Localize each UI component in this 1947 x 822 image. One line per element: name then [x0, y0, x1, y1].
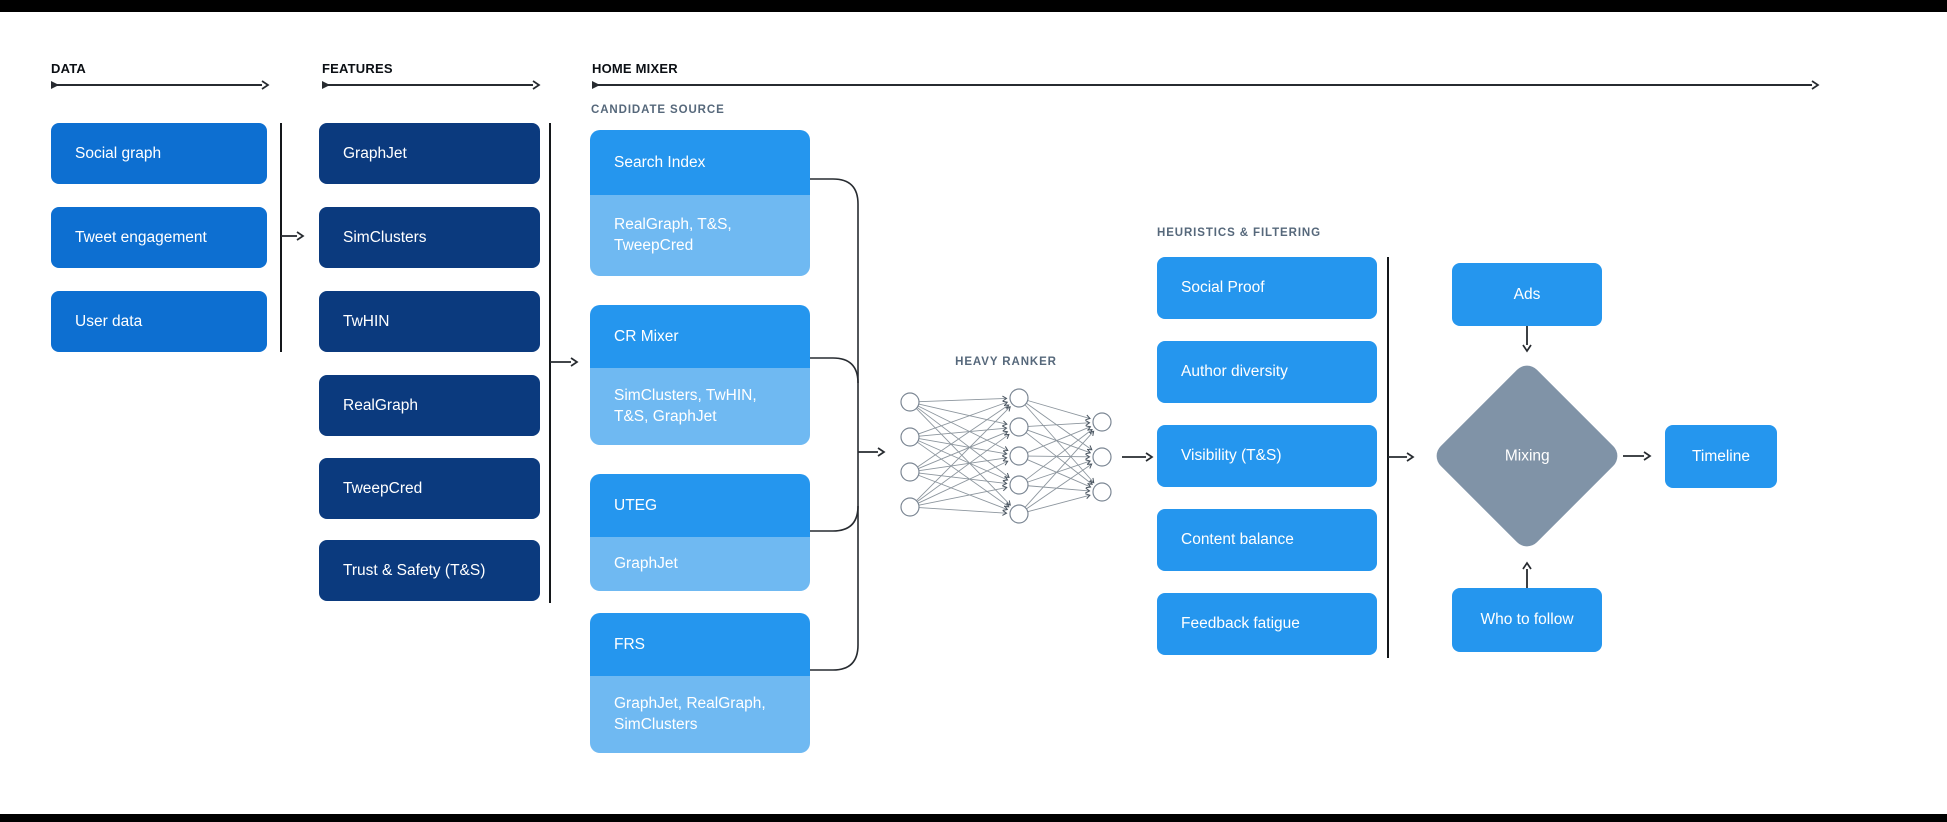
network-node — [900, 427, 920, 447]
heavy-ranker-network — [900, 388, 1112, 524]
data-section-label: DATA — [51, 61, 86, 76]
network-edge — [1027, 425, 1092, 454]
network-edge — [917, 404, 1010, 468]
features-box-graphjet: GraphJet — [319, 123, 540, 184]
network-node — [1092, 412, 1112, 432]
heavy-ranker-label: HEAVY RANKER — [955, 356, 1057, 368]
network-edge — [916, 433, 1010, 503]
network-edge — [918, 395, 1008, 403]
network-node — [1009, 446, 1029, 466]
network-edge — [1027, 459, 1092, 483]
network-edge — [1027, 420, 1091, 427]
heuristics-label: HEURISTICS & FILTERING — [1157, 227, 1321, 239]
top-black-bar — [0, 0, 1947, 12]
network-node — [900, 462, 920, 482]
network-edge — [1027, 400, 1091, 421]
features-box-simclusters: SimClusters — [319, 207, 540, 268]
network-edge — [1027, 485, 1091, 494]
heuristics-box-author-diversity: Author diversity — [1157, 341, 1377, 403]
network-edge — [917, 460, 1009, 504]
candidate-inputs: RealGraph, T&S, TweepCred — [590, 195, 810, 276]
network-node — [900, 392, 920, 412]
network-node — [1009, 475, 1029, 495]
who-to-follow-box: Who to follow — [1452, 588, 1602, 652]
candidate-name: CR Mixer — [590, 305, 810, 368]
network-node — [900, 497, 920, 517]
candidate-group-frs: FRS GraphJet, RealGraph, SimClusters — [590, 613, 810, 753]
ads-box: Ads — [1452, 263, 1602, 326]
network-edge — [918, 438, 1008, 457]
network-edge — [918, 485, 1008, 506]
data-box-social-graph: Social graph — [51, 123, 267, 184]
heuristics-box-content-balance: Content balance — [1157, 509, 1377, 571]
network-node — [1092, 447, 1112, 467]
bottom-black-bar — [0, 814, 1947, 822]
network-edge — [918, 403, 1008, 427]
network-edge — [1027, 429, 1092, 455]
connector-search-index — [810, 178, 859, 205]
network-edge — [918, 425, 1008, 437]
candidate-name: Search Index — [590, 130, 810, 195]
network-edge — [1027, 459, 1092, 489]
network-edge — [917, 441, 1010, 508]
network-edge — [916, 407, 1010, 478]
network-edge — [918, 400, 1009, 435]
network-edge — [918, 474, 1009, 511]
candidate-name: UTEG — [590, 474, 810, 537]
network-edge — [1027, 493, 1091, 513]
network-node — [1009, 388, 1029, 408]
network-edge — [918, 507, 1008, 516]
candidate-name: FRS — [590, 613, 810, 676]
candidate-inputs: GraphJet — [590, 537, 810, 591]
data-box-user-data: User data — [51, 291, 267, 352]
timeline-box: Timeline — [1665, 425, 1777, 488]
candidate-group-search-index: Search Index RealGraph, T&S, TweepCred — [590, 130, 810, 276]
mixing-diamond-label: Mixing — [1504, 446, 1550, 464]
network-edge — [915, 408, 1011, 506]
network-edge — [1026, 463, 1093, 510]
network-edge — [916, 406, 1011, 501]
network-edge — [918, 472, 1008, 486]
network-edge — [918, 440, 1009, 482]
connector-frs — [810, 644, 859, 671]
network-edge — [918, 430, 1009, 469]
features-section-label: FEATURES — [322, 61, 393, 76]
network-edge — [918, 455, 1008, 472]
candidate-group-uteg: UTEG GraphJet — [590, 474, 810, 591]
heuristics-box-social-proof: Social Proof — [1157, 257, 1377, 319]
features-box-trust-safety: Trust & Safety (T&S) — [319, 540, 540, 601]
network-edge — [1027, 453, 1091, 460]
heuristics-box-feedback-fatigue: Feedback fatigue — [1157, 593, 1377, 655]
features-box-tweepcred: TweepCred — [319, 458, 540, 519]
data-box-tweet-engagement: Tweet engagement — [51, 207, 267, 268]
home-mixer-section-label: HOME MIXER — [592, 61, 678, 76]
network-node — [1009, 504, 1029, 524]
features-box-realgraph: RealGraph — [319, 375, 540, 436]
candidate-source-label: CANDIDATE SOURCE — [591, 104, 725, 116]
network-node — [1092, 482, 1112, 502]
network-edge — [1025, 428, 1093, 480]
connector-uteg — [810, 505, 859, 532]
network-edge — [1025, 432, 1093, 485]
candidate-group-cr-mixer: CR Mixer SimClusters, TwHIN, T&S, GraphJ… — [590, 305, 810, 445]
candidate-inputs: GraphJet, RealGraph, SimClusters — [590, 676, 810, 753]
network-edge — [1026, 402, 1093, 451]
features-box-twhin: TwHIN — [319, 291, 540, 352]
network-edge — [917, 405, 1009, 452]
candidate-inputs: SimClusters, TwHIN, T&S, GraphJet — [590, 368, 810, 445]
network-edge — [1024, 404, 1095, 484]
network-node — [1009, 417, 1029, 437]
heuristics-box-visibility: Visibility (T&S) — [1157, 425, 1377, 487]
network-edge — [1024, 430, 1095, 508]
connector-cr-mixer — [810, 357, 859, 384]
